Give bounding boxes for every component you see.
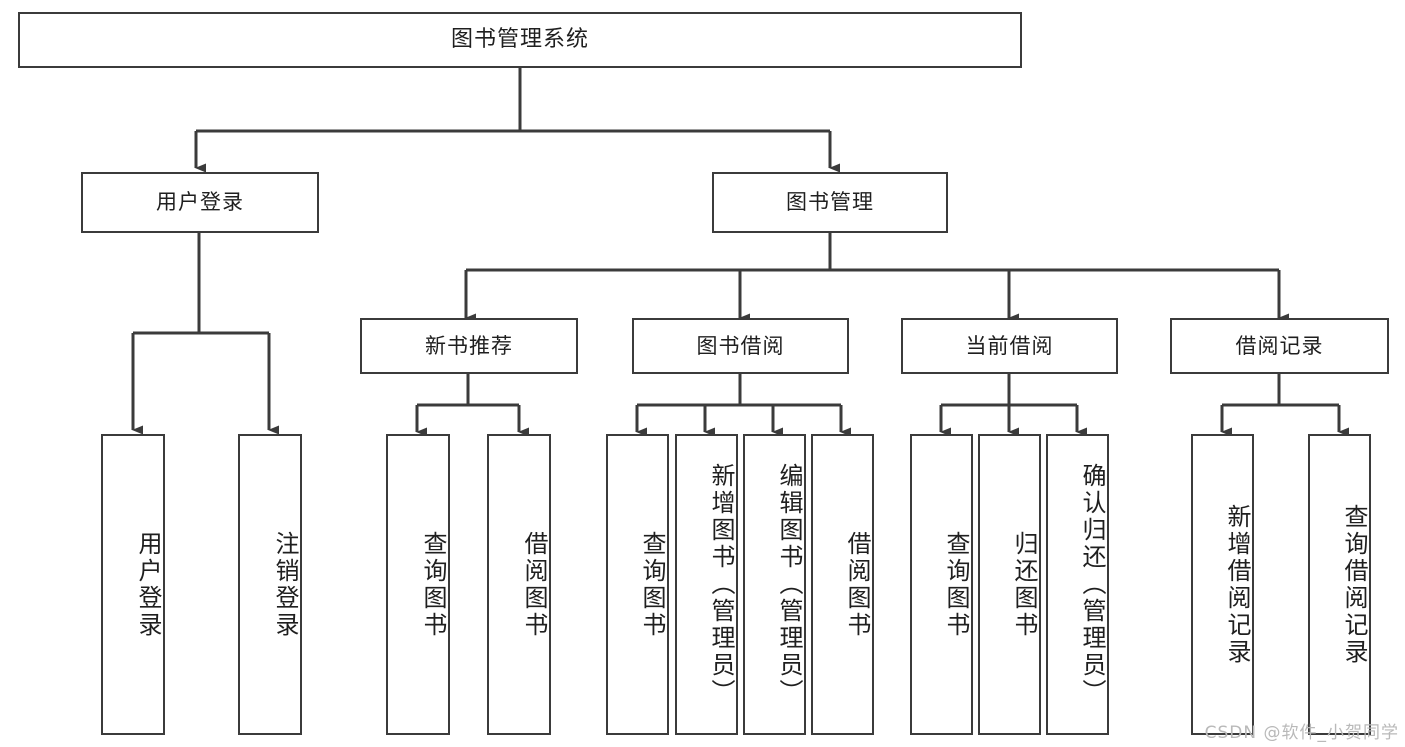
node-leaf-add-book-admin[interactable]: 新增图书（管理员） <box>675 434 738 735</box>
node-borrow-record[interactable]: 借阅记录 <box>1170 318 1389 374</box>
node-label: 借阅记录 <box>1235 333 1324 358</box>
node-label: 新增图书（管理员） <box>707 463 735 706</box>
node-leaf-borrow-book-1[interactable]: 借阅图书 <box>487 434 551 735</box>
watermark-csdn: CSDN @软件_小贺同学 <box>1204 723 1399 743</box>
node-label: 查询借阅记录 <box>1340 503 1368 666</box>
node-user-login[interactable]: 用户登录 <box>81 172 319 233</box>
node-label: 查询图书 <box>419 530 447 639</box>
node-label: 用户登录 <box>156 190 244 215</box>
node-leaf-query-book-1[interactable]: 查询图书 <box>386 434 450 735</box>
node-label: 查询图书 <box>942 530 970 639</box>
node-label: 注销登录 <box>271 530 299 639</box>
node-root-system[interactable]: 图书管理系统 <box>18 12 1022 68</box>
node-leaf-borrow-book-2[interactable]: 借阅图书 <box>811 434 874 735</box>
node-current-borrow[interactable]: 当前借阅 <box>901 318 1118 374</box>
node-new-book-recommend[interactable]: 新书推荐 <box>360 318 578 374</box>
node-label: 新增借阅记录 <box>1223 503 1251 666</box>
node-label: 归还图书 <box>1010 530 1038 639</box>
node-label: 用户登录 <box>134 530 162 639</box>
node-label: 当前借阅 <box>965 333 1054 358</box>
node-label: 图书管理系统 <box>450 26 589 52</box>
node-leaf-confirm-return-admin[interactable]: 确认归还（管理员） <box>1046 434 1109 735</box>
node-label: 新书推荐 <box>425 333 513 358</box>
node-label: 借阅图书 <box>520 530 548 639</box>
node-book-manage[interactable]: 图书管理 <box>712 172 948 233</box>
node-leaf-logout-login[interactable]: 注销登录 <box>238 434 302 735</box>
node-leaf-query-book-2[interactable]: 查询图书 <box>606 434 669 735</box>
node-label: 编辑图书（管理员） <box>775 463 803 706</box>
node-leaf-edit-book-admin[interactable]: 编辑图书（管理员） <box>743 434 806 735</box>
node-label: 借阅图书 <box>843 530 871 639</box>
node-label: 图书管理 <box>786 190 874 215</box>
node-label: 图书借阅 <box>696 333 785 358</box>
node-label: 确认归还（管理员） <box>1078 463 1106 706</box>
node-book-borrow[interactable]: 图书借阅 <box>632 318 849 374</box>
node-leaf-query-borrow-record[interactable]: 查询借阅记录 <box>1308 434 1371 735</box>
node-leaf-return-book[interactable]: 归还图书 <box>978 434 1041 735</box>
node-leaf-query-book-3[interactable]: 查询图书 <box>910 434 973 735</box>
node-label: 查询图书 <box>638 530 666 639</box>
node-leaf-user-login[interactable]: 用户登录 <box>101 434 165 735</box>
node-leaf-add-borrow-record[interactable]: 新增借阅记录 <box>1191 434 1254 735</box>
